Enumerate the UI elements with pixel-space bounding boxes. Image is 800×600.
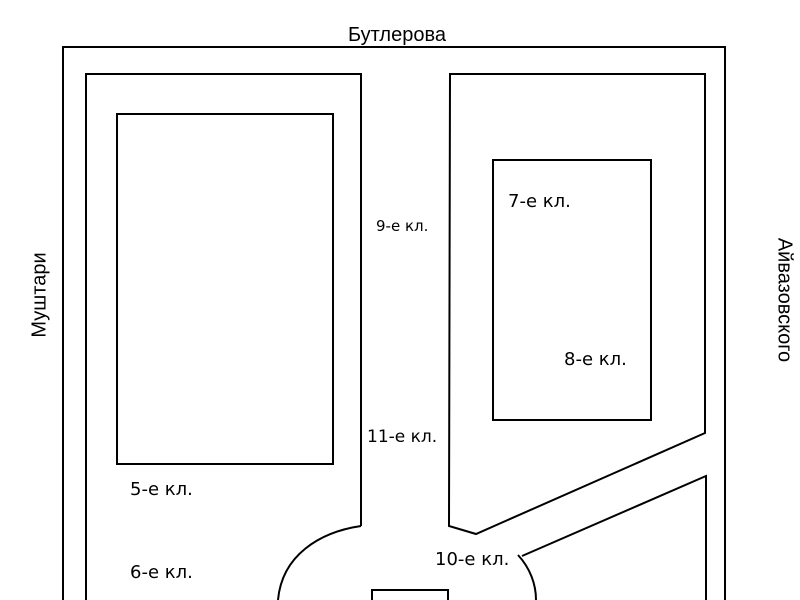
right-block xyxy=(447,73,706,536)
building-left xyxy=(116,113,334,465)
grade-7-label: 7-е кл. xyxy=(508,191,571,212)
left-block xyxy=(85,73,362,600)
grade-11-label: 11-е кл. xyxy=(367,427,438,447)
bottom-right-block xyxy=(521,474,707,600)
street-right-label: Айвазовского xyxy=(773,237,796,363)
grade-8-label: 8-е кл. xyxy=(564,349,627,370)
grade-5-label: 5-е кл. xyxy=(130,479,193,500)
courtyard-left-arc xyxy=(277,525,362,600)
grade-9-label: 9-е кл. xyxy=(376,217,429,235)
building-right xyxy=(492,159,652,421)
outer-boundary xyxy=(62,46,726,600)
building-bottom xyxy=(371,589,449,600)
grade-6-label: 6-е кл. xyxy=(130,562,193,583)
grade-10-label: 10-е кл. xyxy=(435,549,510,570)
street-top-label: Бутлерова xyxy=(348,24,446,46)
street-left-label: Муштари xyxy=(28,252,51,338)
courtyard-right-arc xyxy=(517,554,537,600)
